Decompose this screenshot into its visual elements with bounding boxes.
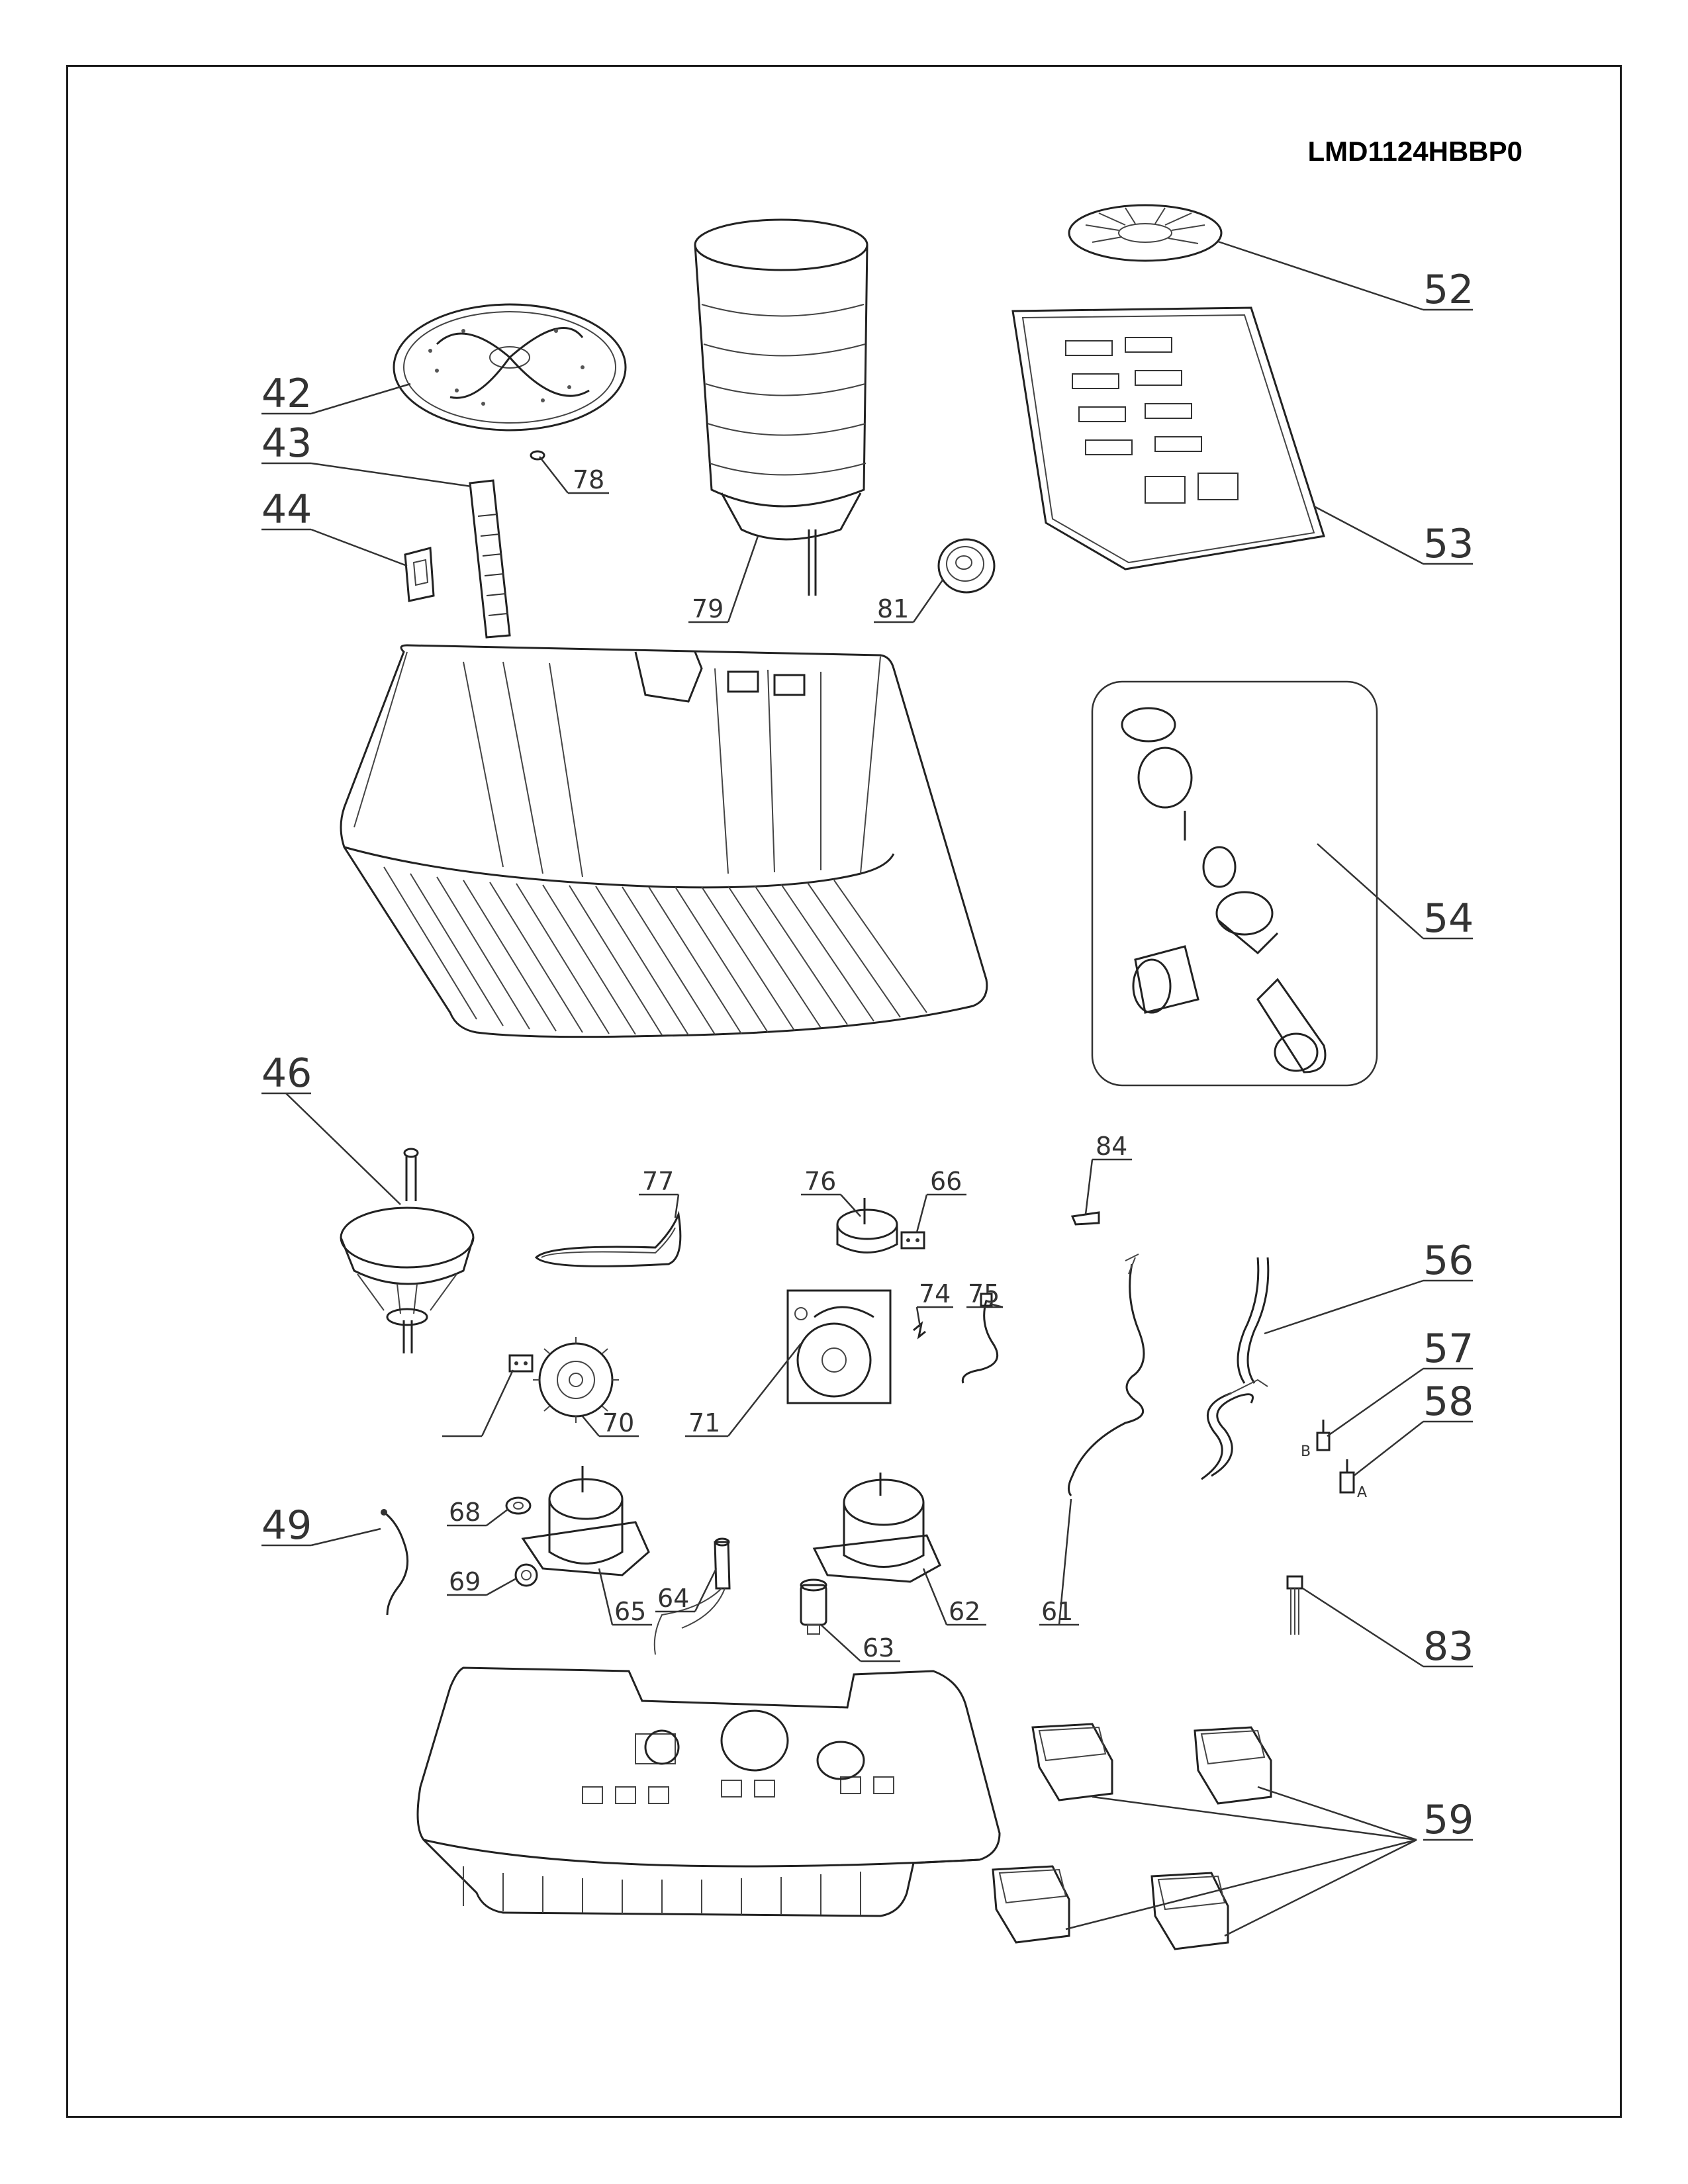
part-84-clip — [1070, 1211, 1100, 1226]
callout-77: 77 — [642, 1167, 674, 1196]
callout-42: 42 — [261, 371, 312, 417]
part-68-bushing — [505, 1496, 532, 1515]
part-75-lever-wire — [961, 1293, 999, 1384]
relay-3 — [992, 1865, 1070, 1944]
callout-68: 68 — [449, 1498, 481, 1527]
part-77-belt — [534, 1210, 682, 1267]
callout-69: 69 — [449, 1567, 481, 1596]
part-78-o-ring — [530, 450, 545, 461]
part-66-key-upper — [900, 1231, 925, 1250]
part-52-cover-cap — [1068, 204, 1223, 262]
callout-66-upper: 66 — [930, 1167, 962, 1196]
part-69-bushing — [514, 1563, 538, 1587]
callout-46: 46 — [261, 1050, 312, 1097]
callout-54: 54 — [1423, 895, 1474, 942]
part-65-wash-motor — [521, 1466, 650, 1576]
part-81-bearing — [937, 538, 996, 594]
callout-52: 52 — [1423, 267, 1474, 313]
part-71-brake-assembly — [786, 1289, 892, 1404]
part-54-drain-valve — [1091, 680, 1378, 1087]
relay-4 — [1150, 1872, 1229, 1950]
part-43-filter-strip — [469, 479, 511, 639]
callout-49: 49 — [261, 1502, 312, 1549]
part-64-capacitor — [653, 1537, 731, 1655]
part-46-clutch-assembly — [340, 1148, 475, 1353]
callout-75: 75 — [968, 1279, 1000, 1308]
part-63-drain-motor — [800, 1578, 827, 1635]
model-number: LMD1124HBBP0 — [1307, 136, 1523, 167]
callout-58: 58 — [1423, 1379, 1474, 1425]
drawing-frame — [66, 65, 1622, 2118]
callout-53: 53 — [1423, 521, 1474, 567]
part-53-top-panel — [1011, 306, 1325, 570]
callout-44: 44 — [261, 486, 312, 533]
part-61-power-cord — [1068, 1253, 1145, 1496]
callout-62: 62 — [949, 1597, 980, 1626]
part-76-pulley — [836, 1198, 898, 1253]
callout-79: 79 — [692, 594, 724, 623]
part-56-drain-hose — [1201, 1257, 1270, 1480]
leader-lines — [261, 240, 1473, 1937]
callout-84: 84 — [1096, 1132, 1127, 1161]
part-57-screw-b — [1316, 1420, 1331, 1451]
callout-59: 59 — [1423, 1797, 1474, 1843]
part-59-relays — [992, 1723, 1272, 1950]
callout-71: 71 — [688, 1408, 720, 1437]
base-frame — [416, 1666, 1001, 1917]
part-49-sensor-wire — [381, 1509, 409, 1615]
callout-78: 78 — [573, 465, 604, 494]
callout-43: 43 — [261, 420, 312, 467]
callout-70: 70 — [602, 1408, 634, 1437]
callout-65: 65 — [614, 1597, 646, 1626]
side-mark-b: B — [1301, 1443, 1311, 1460]
callout-81: 81 — [877, 594, 909, 623]
callout-74: 74 — [919, 1279, 951, 1308]
part-83-connector — [1286, 1575, 1303, 1635]
part-62-spin-motor — [812, 1473, 941, 1583]
callout-76: 76 — [804, 1167, 836, 1196]
outer-tub — [340, 644, 988, 1038]
part-70-gear — [533, 1337, 619, 1423]
part-58-screw-a — [1339, 1459, 1355, 1494]
callout-83: 83 — [1423, 1623, 1474, 1670]
part-66-key-lower — [508, 1354, 534, 1373]
callout-64: 64 — [657, 1584, 689, 1613]
callout-56: 56 — [1423, 1238, 1474, 1284]
side-mark-a: A — [1357, 1484, 1367, 1501]
part-74-spring — [913, 1321, 926, 1340]
part-79-spin-basket — [694, 218, 868, 596]
callout-61: 61 — [1041, 1597, 1073, 1626]
part-44-clip — [404, 547, 435, 602]
callout-labels: 42 43 44 78 79 81 52 53 54 46 77 76 66 8… — [261, 267, 1474, 1843]
callout-57: 57 — [1423, 1326, 1474, 1372]
relay-1 — [1031, 1723, 1113, 1801]
relay-2 — [1194, 1726, 1272, 1805]
part-42-pulsator — [393, 303, 627, 432]
callout-63: 63 — [863, 1633, 894, 1662]
